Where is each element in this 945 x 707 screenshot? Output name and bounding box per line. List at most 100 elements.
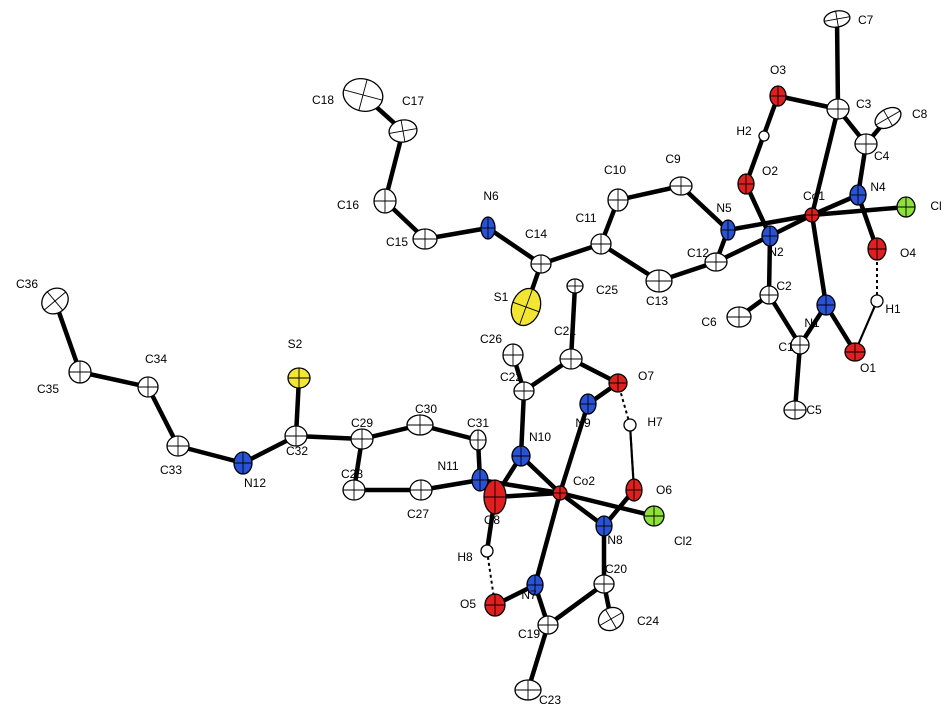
atom-label-c6: C6 bbox=[701, 315, 717, 329]
atom-n8 bbox=[595, 515, 613, 537]
atom-h7 bbox=[623, 418, 637, 432]
atom-c34 bbox=[137, 376, 159, 398]
atom-o4 bbox=[867, 237, 887, 261]
atom-label-c23: C23 bbox=[539, 693, 561, 707]
atom-c15 bbox=[412, 228, 438, 250]
atom-label-c17: C17 bbox=[402, 94, 424, 108]
atom-label-h2: H2 bbox=[736, 124, 752, 138]
hydrogen-bonds-layer bbox=[486, 95, 878, 606]
bond-c3-co1 bbox=[809, 106, 841, 218]
bond-c33-c34 bbox=[145, 384, 181, 449]
atom-cl2 bbox=[643, 505, 665, 527]
bond-co2-n7 bbox=[532, 490, 563, 588]
atom-c1 bbox=[790, 335, 810, 355]
atom-label-o8: O8 bbox=[484, 513, 500, 527]
atom-label-c9: C9 bbox=[665, 152, 681, 166]
atom-label-s2: S2 bbox=[288, 337, 303, 351]
atom-label-c28: C28 bbox=[341, 467, 363, 481]
atom-n5 bbox=[720, 219, 736, 241]
atom-n12 bbox=[233, 451, 253, 475]
ellipsoid-axis bbox=[883, 109, 893, 127]
atom-label-c4: C4 bbox=[874, 149, 890, 163]
atom-c24 bbox=[597, 606, 625, 632]
atom-c27 bbox=[409, 479, 433, 501]
atom-n1 bbox=[816, 294, 836, 316]
atom-c32 bbox=[284, 425, 308, 447]
atom-label-c31: C31 bbox=[467, 416, 489, 430]
atom-o1 bbox=[844, 342, 866, 362]
bond-n5-c9 bbox=[678, 183, 731, 233]
atom-label-c13: C13 bbox=[646, 294, 668, 308]
atom-label-n7: N7 bbox=[521, 588, 537, 602]
bond-c19-c23 bbox=[525, 622, 551, 693]
atom-h8 bbox=[480, 544, 494, 558]
atom-label-c30: C30 bbox=[415, 402, 437, 416]
atom-label-n5: N5 bbox=[716, 201, 732, 215]
bond-c1-c5 bbox=[792, 342, 803, 413]
atom-label-c11: C11 bbox=[575, 211, 596, 225]
ellipsoid-axis bbox=[46, 291, 64, 311]
atom-label-n4: N4 bbox=[870, 180, 886, 194]
atom-n6 bbox=[480, 216, 496, 240]
atom-o8 bbox=[483, 479, 507, 515]
atom-label-c20: C20 bbox=[605, 562, 627, 576]
atom-c17 bbox=[388, 119, 418, 143]
atom-h2 bbox=[758, 130, 770, 142]
atom-s2 bbox=[287, 367, 311, 389]
atom-o3 bbox=[769, 85, 787, 107]
atom-label-h8: H8 bbox=[457, 550, 473, 564]
atom-c6 bbox=[726, 306, 752, 328]
atom-c31 bbox=[469, 429, 487, 451]
bond-c7-c3 bbox=[834, 16, 841, 112]
ellipsoid-axis bbox=[519, 288, 533, 326]
atom-n2 bbox=[761, 225, 779, 247]
atom-s1 bbox=[510, 287, 542, 327]
atom-label-c12: C12 bbox=[687, 246, 709, 260]
atom-label-c18: C18 bbox=[312, 93, 334, 107]
atom-n9 bbox=[579, 393, 597, 415]
atom-c26 bbox=[502, 343, 524, 367]
atom-ellipsoid bbox=[758, 130, 770, 142]
atom-c16 bbox=[373, 188, 397, 214]
bond-co1-cl bbox=[809, 204, 909, 218]
atom-label-n8: N8 bbox=[607, 533, 623, 547]
atom-c35 bbox=[68, 360, 92, 384]
atom-label-n6: N6 bbox=[483, 189, 499, 203]
atom-label-co1: Co1 bbox=[803, 189, 825, 203]
atom-h1 bbox=[870, 294, 884, 308]
atom-label-c22: C22 bbox=[500, 370, 522, 384]
bond-c22-n10 bbox=[518, 388, 527, 459]
atom-cl bbox=[896, 196, 916, 218]
atom-label-cl2: Cl2 bbox=[674, 534, 692, 548]
atom-o2 bbox=[737, 173, 755, 195]
atom-co1 bbox=[804, 207, 820, 223]
bond-c20-c19 bbox=[545, 581, 607, 628]
atom-ellipsoid bbox=[480, 544, 494, 558]
atom-label-n12: N12 bbox=[244, 476, 266, 490]
atom-label-c21: C21 bbox=[554, 324, 576, 338]
atom-label-o4: O4 bbox=[900, 246, 916, 260]
ellipsoid-axis bbox=[358, 79, 368, 111]
atom-o7 bbox=[608, 373, 628, 393]
bond-n1-co1 bbox=[809, 212, 829, 308]
atom-c12 bbox=[704, 252, 728, 272]
bond-c25-c21 bbox=[568, 283, 578, 362]
atom-c25 bbox=[566, 278, 584, 294]
bond-c14-n6 bbox=[485, 225, 544, 267]
atom-label-c3: C3 bbox=[856, 97, 872, 111]
atom-label-o7: O7 bbox=[638, 369, 654, 383]
atom-o5 bbox=[484, 593, 506, 617]
atom-label-c8: C8 bbox=[912, 107, 928, 121]
atom-label-c27: C27 bbox=[407, 507, 429, 521]
atom-c33 bbox=[166, 435, 190, 457]
atom-c28 bbox=[342, 479, 366, 501]
atom-n11 bbox=[471, 468, 489, 492]
bond-c2-c1 bbox=[766, 292, 803, 348]
atom-c3 bbox=[826, 98, 850, 120]
atom-label-c35: C35 bbox=[37, 382, 59, 396]
atom-c11 bbox=[590, 233, 612, 255]
atom-c19 bbox=[537, 615, 559, 635]
atom-label-c32: C32 bbox=[286, 444, 308, 458]
atom-label-c19: C19 bbox=[518, 627, 540, 641]
